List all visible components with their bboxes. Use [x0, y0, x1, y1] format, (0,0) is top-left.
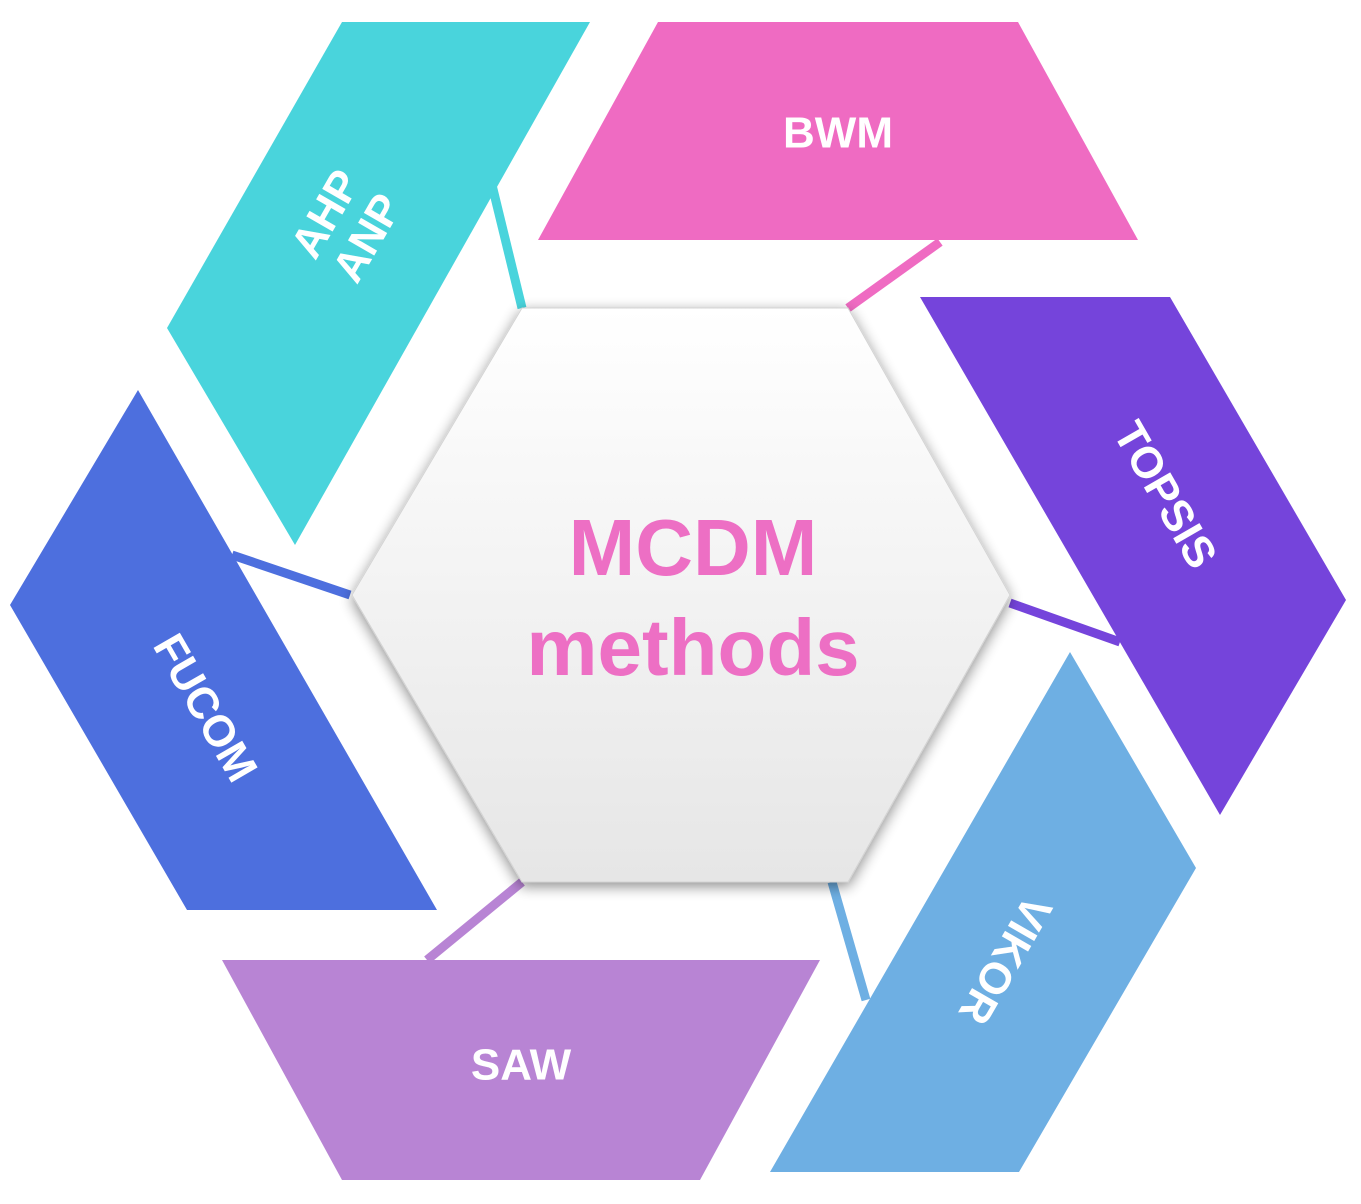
connector-ahp-anp [487, 183, 527, 310]
center-hexagon [351, 307, 1011, 883]
segment-bwm [538, 22, 1138, 240]
connector-fucom [230, 550, 352, 600]
connector-vikor [827, 880, 871, 1002]
segment-fucom [10, 390, 437, 910]
connector-bwm [845, 238, 943, 312]
connector-saw [424, 878, 525, 964]
connector-topsis [1008, 598, 1122, 647]
segment-ahp-anp [167, 22, 590, 545]
segment-saw [222, 960, 820, 1180]
label-saw: SAW [471, 1041, 572, 1090]
center-title-line2: methods [526, 603, 859, 692]
segment-vikor [770, 652, 1196, 1172]
label-bwm: BWM [783, 109, 893, 158]
segment-topsis [920, 297, 1346, 815]
center-title-line1: MCDM [569, 503, 818, 592]
